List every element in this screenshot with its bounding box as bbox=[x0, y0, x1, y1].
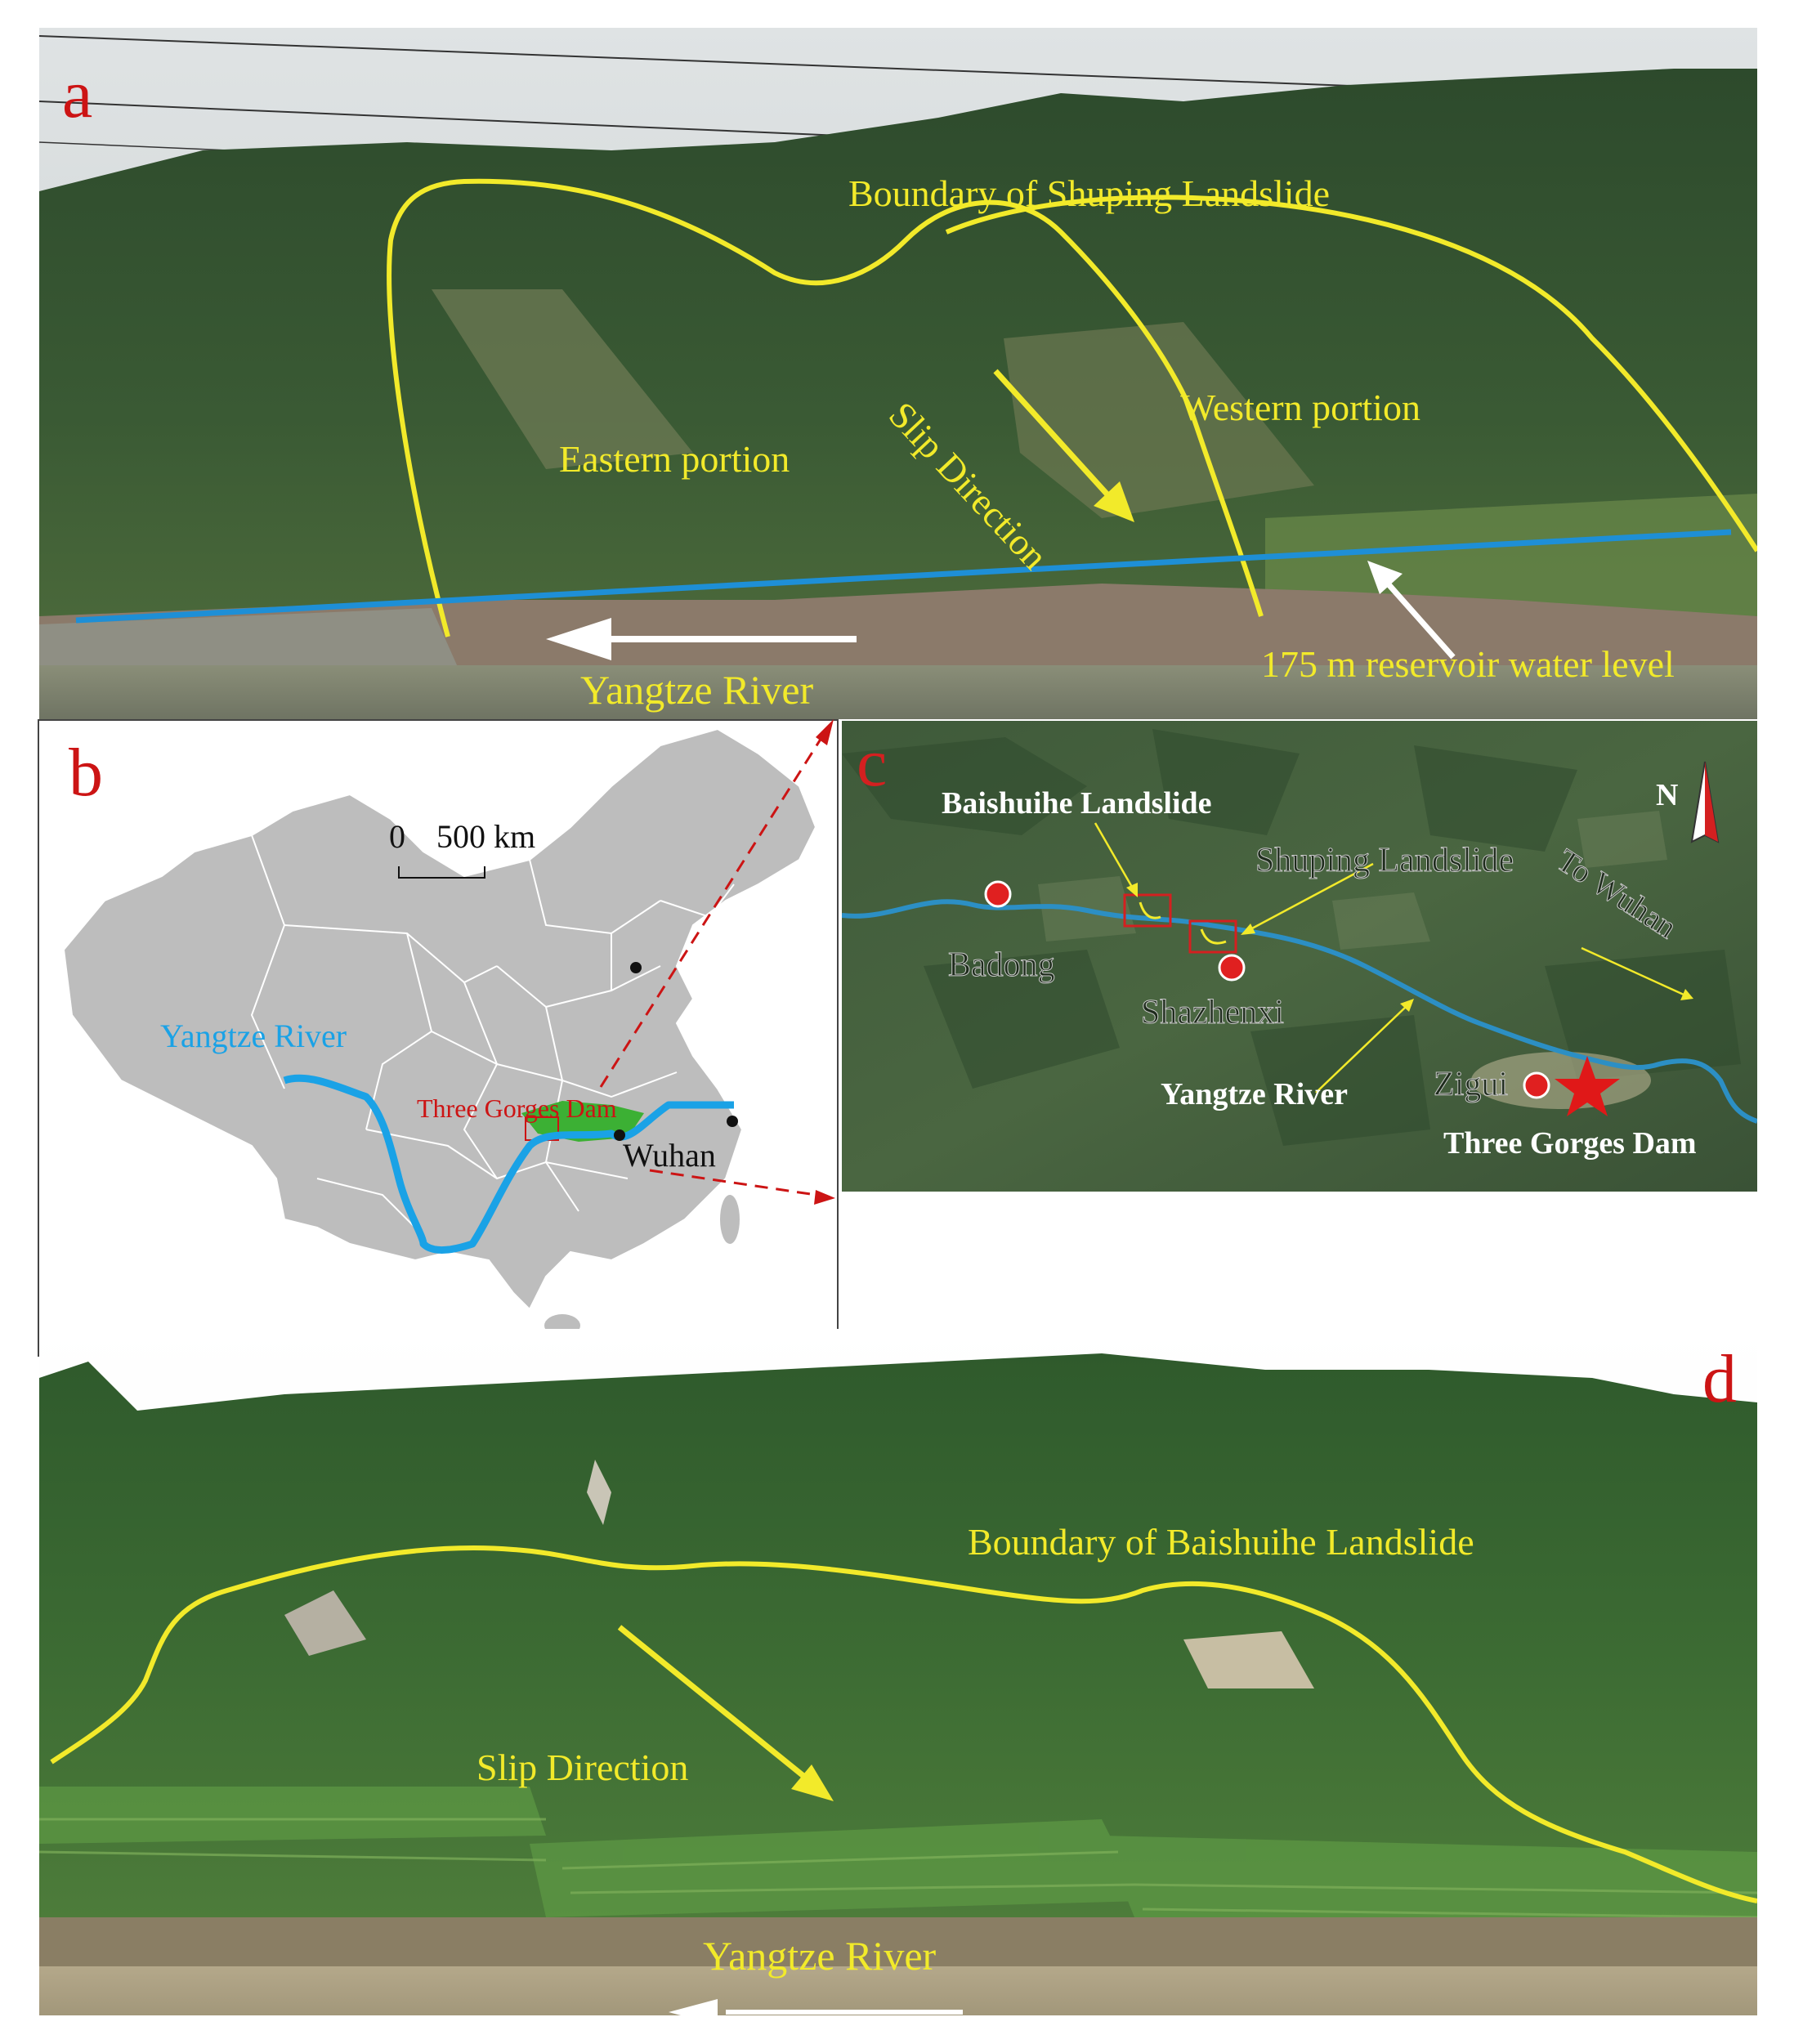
shuping-boundary-line bbox=[387, 178, 1264, 637]
slip-direction-label-d: Slip Direction bbox=[476, 1747, 689, 1788]
north-label: N bbox=[1656, 778, 1679, 812]
badong-marker bbox=[984, 880, 1012, 908]
slip-arrow-a bbox=[1094, 481, 1134, 522]
baishuihe-box bbox=[1123, 893, 1172, 928]
river-arrow-d bbox=[669, 1999, 718, 2015]
eastern-portion-label: Eastern portion bbox=[559, 438, 790, 480]
scale-zero-label: 0 bbox=[389, 818, 405, 855]
water-level-arrow bbox=[1367, 561, 1403, 594]
shuping-box bbox=[1188, 919, 1237, 954]
panel-a-photo bbox=[39, 28, 1757, 719]
shuping-landslide-label: Shuping Landslide bbox=[1255, 842, 1514, 879]
panel-a: a Boundary of Shuping Landslide Eastern … bbox=[39, 28, 1757, 719]
yangtze-river-line bbox=[283, 1074, 734, 1254]
wuhan-dot bbox=[614, 1129, 625, 1141]
shazhenxi-label: Shazhenxi bbox=[1141, 994, 1285, 1031]
baishuihe-landslide-label: Baishuihe Landslide bbox=[942, 786, 1212, 821]
shuping-boundary-label: Boundary of Shuping Landslide bbox=[848, 172, 1330, 214]
panel-c: c N Baishuihe Landslide Shuping Landslid… bbox=[842, 721, 1757, 1192]
three-gorges-dam-label-b: Three Gorges Dam bbox=[417, 1094, 617, 1123]
scale-label: 500 km bbox=[436, 818, 536, 855]
scale-bar bbox=[398, 866, 485, 879]
western-portion-label: Western portion bbox=[1180, 387, 1420, 428]
satellite-map bbox=[842, 721, 1757, 1192]
panel-letter-a: a bbox=[62, 56, 93, 132]
yangtze-river-label-a: Yangtze River bbox=[580, 667, 814, 713]
yangtze-river-label-d: Yangtze River bbox=[703, 1933, 937, 1979]
slip-arrow-d bbox=[791, 1764, 834, 1801]
panel-d: d Boundary of Baishuihe Landslide Slip D… bbox=[39, 1329, 1757, 2015]
river-arrow-a bbox=[546, 618, 611, 660]
panel-letter-d: d bbox=[1702, 1341, 1737, 1417]
zigui-marker bbox=[1523, 1071, 1550, 1099]
panel-d-photo bbox=[39, 1329, 1757, 2015]
panel-letter-b: b bbox=[69, 735, 103, 811]
baishuihe-boundary-line bbox=[50, 1545, 1757, 1903]
badong-label: Badong bbox=[948, 946, 1056, 984]
shuping-boundary-line-west bbox=[945, 195, 1757, 552]
three-gorges-dam-star bbox=[1555, 1056, 1620, 1116]
yangtze-river-line-c bbox=[842, 899, 1757, 1124]
wuhan-label-b: Wuhan bbox=[623, 1137, 716, 1174]
china-map bbox=[62, 727, 817, 1337]
yangtze-river-label-b: Yangtze River bbox=[160, 1018, 347, 1054]
water-level-label: 175 m reservoir water level bbox=[1261, 643, 1675, 685]
water-level-line bbox=[75, 529, 1732, 624]
shazhenxi-marker bbox=[1218, 954, 1246, 982]
panel-b: b 0 500 km Yangtze River Three Gorges Da… bbox=[38, 719, 839, 1357]
zigui-label: Zigui bbox=[1434, 1066, 1509, 1103]
panel-letter-c: c bbox=[857, 725, 888, 801]
yangtze-river-label-c: Yangtze River bbox=[1161, 1077, 1348, 1111]
baishuihe-boundary-label: Boundary of Baishuihe Landslide bbox=[968, 1521, 1474, 1563]
three-gorges-dam-label-c: Three Gorges Dam bbox=[1443, 1126, 1697, 1161]
